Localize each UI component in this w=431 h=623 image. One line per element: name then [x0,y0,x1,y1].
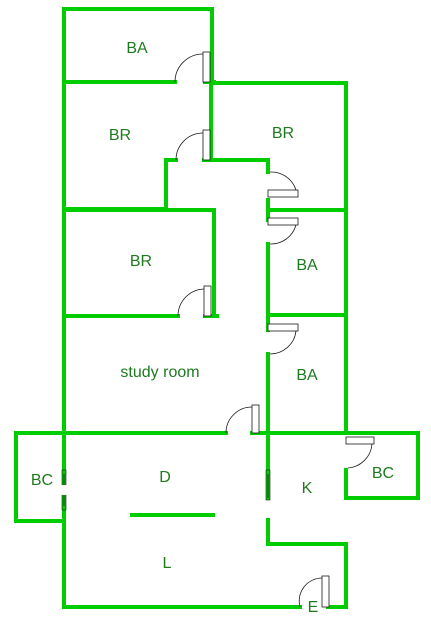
label-dining: D [159,469,171,486]
door-ba-top-arc [174,53,204,83]
label-entrance: E [308,599,319,616]
label-br-upper-right: BR [272,125,294,142]
label-ba-middle: BA [296,257,318,274]
label-living: L [163,555,172,572]
door-entrance-leaf [321,575,330,608]
room-labels: BA BR BR BR BA study room BA BC D K BC L… [31,40,394,616]
label-br-middle: BR [130,253,152,270]
door-br-mid-leaf [203,285,212,317]
walls [14,7,420,609]
wall-bc-right [344,431,420,500]
opening-bc-left [60,469,68,511]
door-bc-right-arc [347,443,373,469]
wall-bc-left [14,431,66,523]
openings [60,469,271,511]
opening-kitchen [265,469,271,501]
door-ba-mid-arc [269,224,297,245]
door-br-upper-leaf [202,129,211,161]
doors [174,51,375,608]
wall-br-ur-bottom [202,158,270,174]
wall-k-west-bottom [266,518,348,546]
label-kitchen: K [302,480,313,497]
wall-top-ba [62,7,214,82]
label-bc-left: BC [31,472,53,489]
label-br-upper-left: BR [109,127,131,144]
label-study-room: study room [120,364,199,381]
door-ba-top-leaf [202,51,211,83]
door-br-mid-arc [177,288,205,317]
door-br-right-arc [269,171,297,191]
door-ba-mid-leaf [267,217,299,226]
door-study[interactable] [225,404,260,434]
door-ba-lower-leaf [267,323,299,332]
label-ba-top: BA [126,40,148,57]
door-ba-mid[interactable] [267,217,299,245]
door-br-right[interactable] [267,171,299,198]
door-study-arc [225,406,253,434]
door-bc-right-leaf [345,436,375,445]
door-entrance-arc [298,577,323,608]
door-br-mid[interactable] [177,285,212,317]
label-ba-lower: BA [296,367,318,384]
door-study-leaf [251,404,260,434]
bc-left-gap [60,485,68,495]
door-ba-top[interactable] [174,51,211,83]
door-entrance[interactable] [298,575,330,608]
door-br-upper[interactable] [175,129,211,161]
label-bc-right: BC [372,465,394,482]
door-ba-lower-arc [269,330,297,355]
door-br-upper-arc [175,132,204,161]
door-br-right-leaf [267,189,299,198]
door-ba-lower[interactable] [267,323,299,355]
door-bc-right[interactable] [345,436,375,469]
